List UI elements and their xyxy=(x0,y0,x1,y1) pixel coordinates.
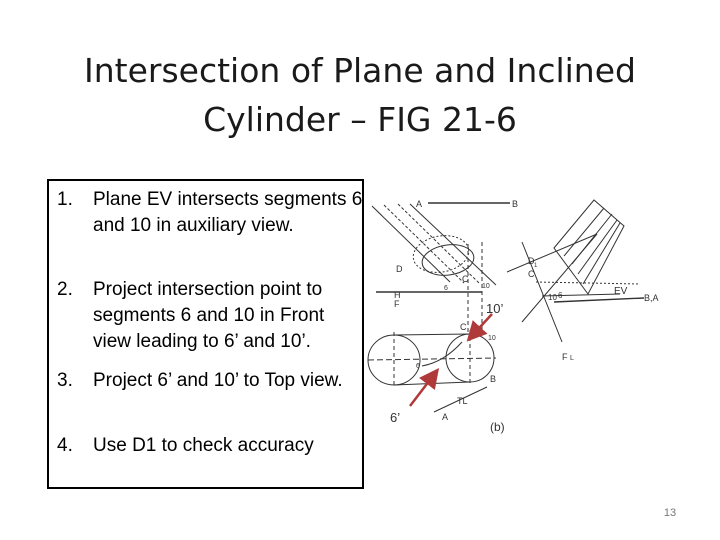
callout-6-prime: 6’ xyxy=(390,410,400,425)
label-a-top: A xyxy=(416,199,422,209)
cylinder-drawing: A B D 1 C 10 6 EV B,A D H F 6 C 10 F L C… xyxy=(367,199,659,434)
label-d1-subscript: 1 xyxy=(534,263,538,269)
slide-title: Intersection of Plane and Inclined Cylin… xyxy=(0,46,720,144)
label-f: F xyxy=(394,299,400,309)
label-b-lower: B xyxy=(490,374,496,384)
label-6-top: 6 xyxy=(416,363,420,370)
label-d-left: D xyxy=(396,264,403,274)
label-tl: TL xyxy=(457,396,468,406)
step-number: 2. xyxy=(57,279,73,300)
step-number: 1. xyxy=(57,189,73,210)
page-number: 13 xyxy=(663,507,677,519)
step-text: Use D1 to check accuracy xyxy=(93,435,314,456)
title-line-1: Intersection of Plane and Inclined xyxy=(84,51,636,90)
label-d1: D xyxy=(528,256,535,266)
label-c-top: C xyxy=(460,322,467,332)
label-f-right: F xyxy=(562,352,568,362)
steps-box: 1. Plane EV intersects segments 6 and 10… xyxy=(47,179,364,489)
label-a-lower: A xyxy=(442,412,448,422)
arrow-6-prime xyxy=(409,368,440,407)
arrow-10-prime xyxy=(466,313,493,342)
figure-caption: (b) xyxy=(490,420,505,434)
label-ba: B,A xyxy=(644,293,659,303)
step-number: 4. xyxy=(57,435,73,456)
callout-10-prime: 10’ xyxy=(486,301,503,316)
label-10-front: 10 xyxy=(482,283,490,290)
label-6-front: 6 xyxy=(444,285,448,292)
label-10-aux: 10 xyxy=(548,293,557,302)
label-c-front: C xyxy=(462,274,469,284)
label-l: L xyxy=(570,355,574,362)
label-c-aux: C xyxy=(528,269,535,279)
label-ev: EV xyxy=(614,286,628,297)
step-text: Project intersection point to segments 6… xyxy=(93,279,325,352)
step-number: 3. xyxy=(57,370,73,391)
step-text: Plane EV intersects segments 6 and 10 in… xyxy=(93,189,363,236)
label-h: H xyxy=(394,290,401,300)
title-line-2: Cylinder – FIG 21-6 xyxy=(203,100,517,139)
label-10-top: 10 xyxy=(488,335,496,342)
step-text: Project 6’ and 10’ to Top view. xyxy=(93,370,343,391)
label-6-aux: 6 xyxy=(558,291,563,300)
label-b-top: B xyxy=(512,199,518,209)
